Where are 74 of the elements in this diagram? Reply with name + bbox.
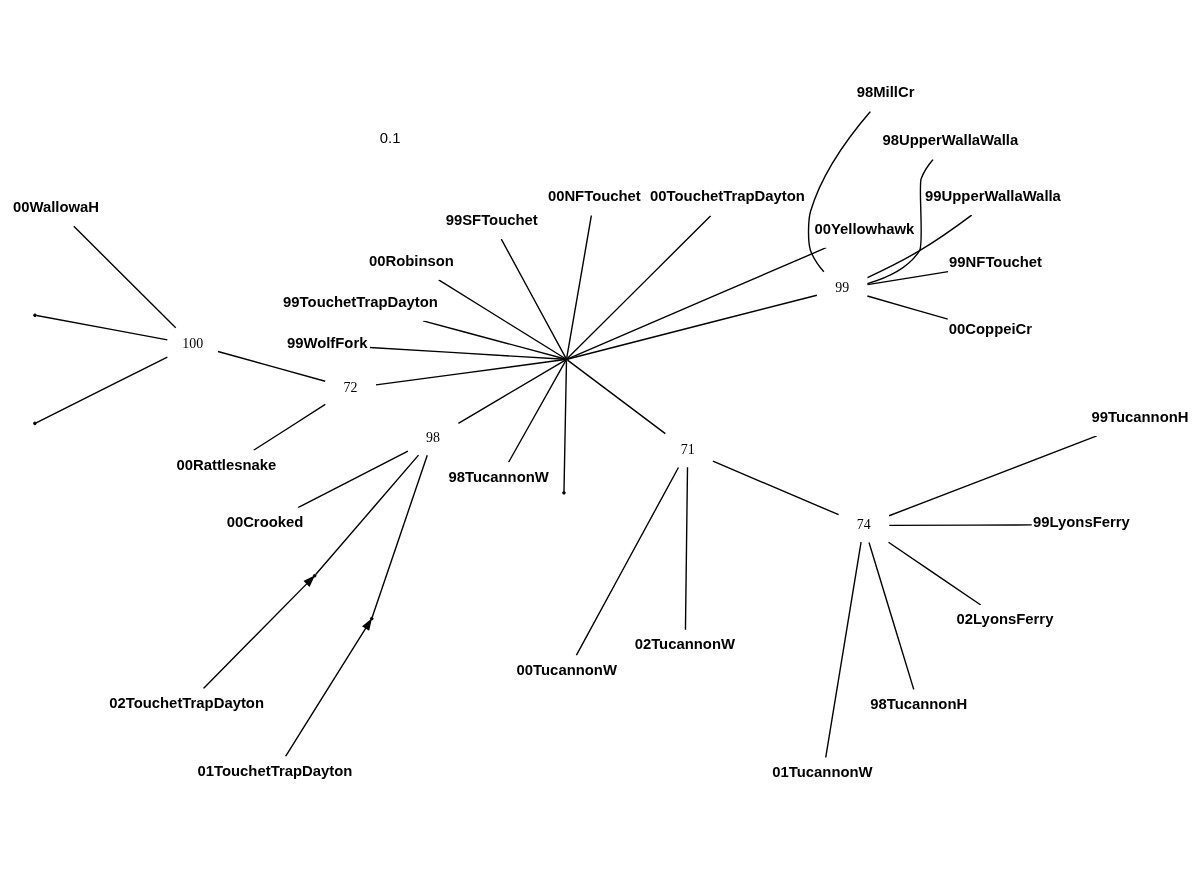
node-point xyxy=(33,421,37,426)
node-text: 98TucannonW xyxy=(448,468,549,485)
node-point xyxy=(312,573,317,578)
node-text: 00NFTouchet xyxy=(547,188,641,205)
connector xyxy=(35,356,169,424)
node-text: 99LyonsFerry xyxy=(1033,514,1130,531)
connector xyxy=(217,350,326,382)
node-text: 02LyonsFerry xyxy=(956,611,1054,628)
connector xyxy=(866,214,973,279)
connector xyxy=(369,346,566,360)
node-text: 99WolfFork xyxy=(286,334,368,351)
node-text: 71 xyxy=(680,441,695,457)
connector xyxy=(315,454,420,576)
node-text: 00CoppeiCr xyxy=(948,321,1033,338)
node-text: 99 xyxy=(835,279,850,295)
connector xyxy=(866,295,949,320)
connector xyxy=(567,247,827,360)
connector xyxy=(887,541,982,606)
node-text: 99SFTouchet xyxy=(445,211,538,228)
node-text: 98TucannonH xyxy=(870,696,968,713)
node-text: 99TucannonH xyxy=(1091,408,1189,425)
node-text: 00Robinson xyxy=(368,252,454,269)
node-text: 00TucannonW xyxy=(516,661,617,678)
node-text: 00Yellowhawk xyxy=(814,220,915,237)
node-text: 100 xyxy=(182,335,204,351)
node-text: 98 xyxy=(426,429,440,445)
node-text: 01TouchetTrapDayton xyxy=(197,762,353,779)
connector xyxy=(888,435,1098,517)
connector xyxy=(457,359,567,424)
node-text: 00TouchetTrapDayton xyxy=(650,188,805,205)
node-text: 98UpperWallaWalla xyxy=(882,132,1019,149)
connector xyxy=(807,110,872,273)
connector xyxy=(684,466,689,631)
node-text: 01TucannonW xyxy=(772,764,873,781)
connector xyxy=(567,294,818,360)
arrow xyxy=(284,618,372,758)
node-text: 00Crooked xyxy=(226,514,304,531)
connector xyxy=(422,320,566,360)
node-text: 72 xyxy=(343,379,358,395)
connector xyxy=(500,238,567,359)
connector xyxy=(563,360,568,492)
node-text: 99NFTouchet xyxy=(949,253,1043,270)
node-text: 02TouchetTrapDayton xyxy=(109,695,264,712)
node-text: 00Rattlesnake xyxy=(176,456,277,473)
node-point xyxy=(564,357,569,362)
connector xyxy=(888,524,1033,527)
node-point xyxy=(369,616,374,621)
connector xyxy=(73,225,177,329)
connector xyxy=(252,403,326,451)
label: 0.1 xyxy=(379,129,401,146)
node-text: 74 xyxy=(856,516,871,532)
node-text: 02TucannonW xyxy=(634,636,735,653)
connector xyxy=(297,450,409,509)
connector xyxy=(567,359,666,435)
connector xyxy=(866,158,934,285)
node-text: 99TouchetTrapDayton xyxy=(283,293,438,310)
connector xyxy=(868,541,915,691)
connector xyxy=(437,279,566,360)
node-point xyxy=(33,313,37,318)
connector xyxy=(866,270,949,286)
connector xyxy=(566,215,712,360)
node-text: 00WallowaH xyxy=(12,198,100,215)
node-point xyxy=(562,491,566,495)
node-text: 98MillCr xyxy=(856,84,915,101)
node-text: 99UpperWallaWalla xyxy=(925,187,1061,204)
connector xyxy=(712,460,840,516)
arrow xyxy=(202,575,316,690)
connector xyxy=(825,541,862,759)
connector xyxy=(35,314,169,341)
connector xyxy=(575,466,680,657)
connector xyxy=(507,360,567,463)
connector xyxy=(371,454,428,618)
connector xyxy=(375,358,566,386)
connector xyxy=(566,214,593,359)
